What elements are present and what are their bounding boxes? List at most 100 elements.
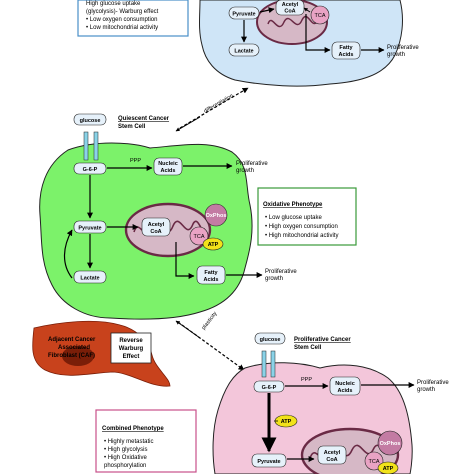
q-oxphos-label: OxPhos xyxy=(206,213,227,219)
p-oxphos-circle xyxy=(377,430,403,456)
q-fatty-line1: Fatty xyxy=(204,270,218,276)
p-acetyl-line1: Acetyl xyxy=(324,450,341,456)
plasticity-arrow: plasticity xyxy=(175,311,245,371)
q-growth1-line2: growth xyxy=(236,168,254,174)
combined-item1: • Highly metastatic xyxy=(104,439,153,445)
p-acetyl-line2: CoA xyxy=(326,457,337,463)
p-growth-line2: growth xyxy=(417,387,435,393)
p-tca-label: TCA xyxy=(369,459,380,465)
q-glucose-box xyxy=(73,113,107,126)
q-g6p-box xyxy=(73,162,107,175)
p-nucleic-box xyxy=(329,376,361,396)
top-lactate-box xyxy=(228,43,260,57)
q-arrow-lactate-return xyxy=(63,229,73,279)
q-growth2-line1: Proliferative xyxy=(265,269,297,275)
p-glucose-label: glucose xyxy=(260,337,281,343)
top-pyruvate-label: Pyruvate xyxy=(232,12,255,18)
q-nucleic-line2: Acids xyxy=(161,168,176,174)
q-ppp-label: PPP xyxy=(130,158,141,164)
oxidative-item3: • High mitochondrial activity xyxy=(265,233,338,239)
q-tca-circle xyxy=(189,226,209,246)
q-growth2-line2: growth xyxy=(265,276,283,282)
q-acetyl-line2: CoA xyxy=(150,229,161,235)
combined-title: Combined Phenotype xyxy=(102,426,164,432)
q-arrow-to-fatty xyxy=(175,242,195,279)
p-atp2-label: ATP xyxy=(383,466,394,472)
p-acetyl-box xyxy=(317,445,347,465)
q-nucleic-box xyxy=(153,157,183,176)
q-atp-badge xyxy=(202,237,224,251)
proliferative-cell: glucose Proliferative Cancer Stem Cell G… xyxy=(212,332,449,474)
warburg-line2: (glycolysis)- Warburg effect xyxy=(86,9,159,15)
caf-line2: Associated xyxy=(58,345,90,351)
top-arrow-pyruvate-acetyl xyxy=(259,7,275,14)
top-cell: Pyruvate Acetyl CoA TCA Lactate Fatty Ac… xyxy=(199,0,419,87)
differentiation-arrow: differentiation xyxy=(175,87,249,132)
q-lactate-label: Lactate xyxy=(80,276,99,282)
q-fatty-line2: Acids xyxy=(204,277,219,283)
p-oxphos-label: OxPhos xyxy=(380,441,401,447)
q-tca-label: TCA xyxy=(194,234,205,240)
glut-right xyxy=(93,131,99,161)
combined-item2: • High glycolysis xyxy=(104,447,147,453)
p-glut-left xyxy=(261,350,267,378)
caf-line1: Adjacent Cancer xyxy=(48,337,96,343)
q-pyruvate-label: Pyruvate xyxy=(78,226,101,232)
combined-info-box: Combined Phenotype • Highly metastatic •… xyxy=(95,409,197,473)
p-nucleic-line2: Acids xyxy=(338,388,353,394)
combined-item3: • High Oxidative xyxy=(104,455,147,461)
caf-line3: Fibroblast (CAF) xyxy=(48,353,95,359)
top-fatty-box xyxy=(331,41,361,60)
reverse-line2: Warburg xyxy=(119,346,144,352)
glut-left xyxy=(83,131,89,161)
p-pyruvate-label: Pyruvate xyxy=(257,459,280,465)
p-g6p-box xyxy=(253,380,285,393)
top-pyruvate-box xyxy=(228,6,260,20)
warburg-line3: • Low oxygen consumption xyxy=(86,17,157,23)
q-oxphos-circle xyxy=(204,203,228,227)
oxidative-item2: • High oxygen consumption xyxy=(265,224,338,230)
p-title-line2: Stem Cell xyxy=(294,345,322,351)
top-acetyl-line2: CoA xyxy=(284,9,295,15)
p-atp1-label: ATP xyxy=(281,419,292,425)
combined-item4: phosphorylation xyxy=(104,463,146,469)
q-lactate-box xyxy=(73,270,107,284)
p-title-line1: Proliferative Cancer xyxy=(294,337,351,343)
p-ppp-label: PPP xyxy=(301,377,312,383)
p-nucleic-line1: Nucleic xyxy=(335,381,355,387)
q-fatty-box xyxy=(196,265,226,285)
q-acetyl-box xyxy=(141,217,171,237)
q-glucose-label: glucose xyxy=(80,118,101,124)
top-fatty-line2: Acids xyxy=(339,52,354,58)
top-tca-label: TCA xyxy=(315,13,326,19)
caf-fibroblast: Adjacent Cancer Associated Fibroblast (C… xyxy=(32,320,171,387)
plasticity-label: plasticity xyxy=(201,311,219,332)
oxidative-item1: • Low glucose uptake xyxy=(265,215,322,221)
q-title-line2: Stem Cell xyxy=(118,124,146,130)
q-atp-label: ATP xyxy=(208,242,219,248)
q-g6p-label: G-6-P xyxy=(83,167,98,173)
q-title-line1: Quiescent Cancer xyxy=(118,116,170,122)
oxidative-info-box: Oxidative Phenotype • Low glucose uptake… xyxy=(257,187,357,246)
p-atp2-badge xyxy=(377,461,399,474)
warburg-info-box: High glucose uptake (glycolysis)- Warbur… xyxy=(77,0,189,37)
top-acetyl-box xyxy=(275,0,305,16)
p-tca-circle xyxy=(364,451,384,471)
oxidative-title: Oxidative Phenotype xyxy=(263,202,323,208)
reverse-warburg-box xyxy=(110,332,152,364)
top-growth-line1: Proliferative xyxy=(387,45,419,51)
q-pyruvate-box xyxy=(73,220,107,234)
differentiation-label: differentiation xyxy=(203,93,235,115)
warburg-line4: • Low mitochondrial activity xyxy=(86,25,158,31)
caf-nucleus xyxy=(62,346,94,366)
top-acetyl-line1: Acetyl xyxy=(282,2,299,8)
warburg-line1: High glucose uptake xyxy=(86,1,141,7)
top-growth-line2: growth xyxy=(387,52,405,58)
top-tca-circle xyxy=(310,5,330,25)
reverse-line1: Reverse xyxy=(119,338,143,344)
reverse-line3: Effect xyxy=(123,354,140,360)
top-arrow-to-fatty xyxy=(305,14,331,53)
top-lactate-label: Lactate xyxy=(234,49,253,55)
p-growth-line1: Proliferative xyxy=(417,380,449,386)
